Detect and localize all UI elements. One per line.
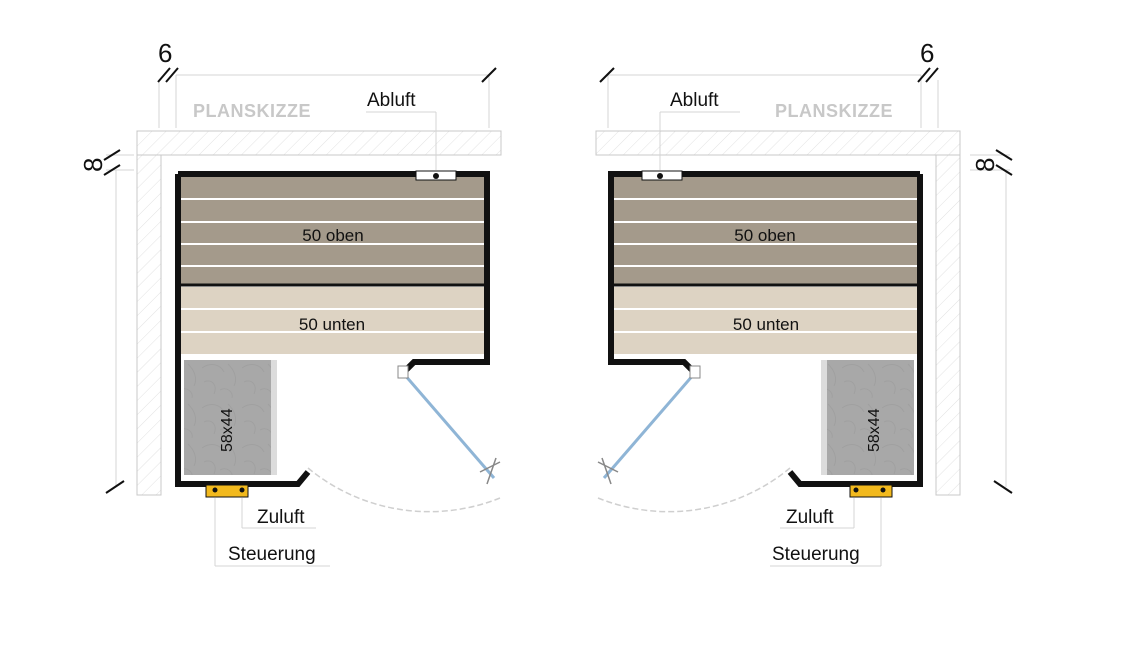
cabin-walls — [608, 171, 923, 487]
watermark-text: PLANSKIZZE — [775, 101, 893, 121]
control-label: Steuerung — [772, 544, 860, 565]
exhaust-vent — [415, 170, 457, 181]
dimension-ticks — [599, 67, 1013, 494]
bench-lower-label: 50 unten — [299, 315, 365, 334]
exhaust-vent — [641, 170, 683, 181]
bench-upper — [181, 177, 484, 287]
bench-upper-label: 50 oben — [302, 226, 363, 245]
outer-wall-top — [136, 130, 502, 156]
control-label: Steuerung — [228, 544, 316, 565]
bench-lower-label: 50 unten — [733, 315, 799, 334]
bench-lower — [614, 287, 917, 354]
outer-wall-top — [595, 130, 961, 156]
heater-label: 58x44 — [219, 408, 236, 452]
dimension-depth-label: 8 — [78, 158, 108, 172]
door — [307, 365, 501, 513]
intake-label: Zuluft — [786, 507, 834, 528]
watermark-text: PLANSKIZZE — [193, 101, 311, 121]
dimension-width-label: 6 — [920, 38, 934, 68]
floor-plan-left: 6 8 PLANSKIZZE 50 oben 50 unten 58x44 — [78, 38, 502, 567]
floor-plan-right: 6 8 PLANSKIZZE 50 oben 50 unten 58x44 — [595, 38, 1013, 567]
dimension-ticks — [103, 67, 497, 494]
intake-vent — [849, 484, 893, 498]
intake-label: Zuluft — [257, 507, 305, 528]
intake-vent — [205, 484, 249, 498]
dimension-depth-label: 8 — [970, 158, 1000, 172]
dimension-width-label: 6 — [158, 38, 172, 68]
bench-upper-label: 50 oben — [734, 226, 795, 245]
door — [597, 365, 791, 513]
exhaust-label: Abluft — [367, 90, 416, 111]
heater — [184, 360, 277, 475]
outer-wall-right — [935, 154, 961, 496]
dimension-guides — [607, 74, 1010, 567]
outer-wall-left — [136, 154, 162, 496]
heater — [821, 360, 914, 475]
exhaust-label: Abluft — [670, 90, 719, 111]
cabin-walls — [175, 171, 490, 487]
bench-upper — [614, 177, 917, 287]
heater-label: 58x44 — [866, 408, 883, 452]
bench-lower — [181, 287, 484, 354]
